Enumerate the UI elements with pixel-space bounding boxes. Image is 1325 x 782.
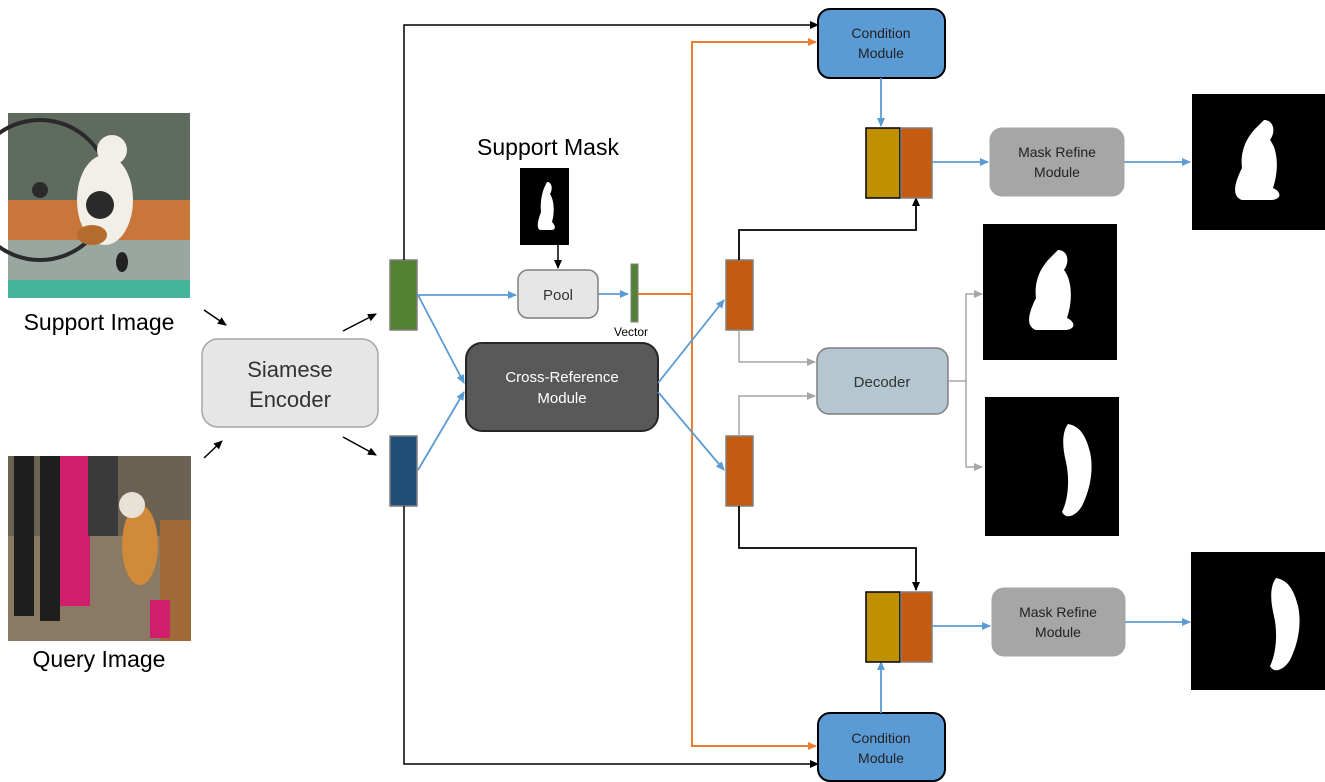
- mask-refine-bottom-label-2: Module: [1035, 624, 1081, 640]
- query-skip-to-condition-bottom: [403, 506, 819, 768]
- mask-refine-top-label-1: Mask Refine: [1018, 144, 1096, 160]
- support-output-silhouette: [1235, 120, 1280, 200]
- query-image-label: Query Image: [33, 646, 166, 672]
- support-feature-to-crossref-arrow: [417, 294, 465, 384]
- decoder-query-silhouette: [1062, 424, 1092, 517]
- query-output-mask: [1191, 552, 1325, 690]
- query-feature-to-crossref-arrow: [417, 391, 465, 471]
- condition-feature-top: [865, 127, 901, 199]
- support-cross-to-decoder-arrow: [738, 330, 816, 366]
- cross-reference-module-box: [465, 342, 659, 432]
- condition-module-top: [817, 8, 946, 79]
- query-feature-map: [389, 435, 418, 507]
- vector-label: Vector: [614, 325, 648, 339]
- pool-label: Pool: [543, 287, 573, 304]
- support-skip-to-condition-top: [403, 21, 819, 260]
- vector-to-condition-bottom-arrow: [691, 294, 817, 750]
- encoder-to-query-feature-arrow: [342, 436, 377, 456]
- condition-top-label-2: Module: [858, 45, 904, 61]
- mask-refine-top-label-2: Module: [1034, 164, 1080, 180]
- decoder-to-support-pred-arrow: [965, 290, 983, 381]
- query-to-encoder-arrow: [203, 440, 223, 459]
- support-mask-silhouette: [537, 182, 555, 230]
- cross-reference-label-1: Cross-Reference: [505, 369, 618, 386]
- condition-module-bottom: [817, 712, 946, 782]
- mask-refine-bottom-label-1: Mask Refine: [1019, 604, 1097, 620]
- condition-top-label-1: Condition: [851, 25, 910, 41]
- mask-refine-module-bottom: [991, 587, 1126, 657]
- support-image: [0, 113, 190, 298]
- pooled-vector: [630, 263, 639, 323]
- cross-feature-top: [900, 127, 933, 199]
- condition-bottom-label-1: Condition: [851, 730, 910, 746]
- support-cross-feature: [725, 259, 754, 331]
- crossref-to-support-out-arrow: [657, 299, 725, 384]
- cross-reference-label-2: Module: [537, 390, 586, 407]
- query-cross-feature: [725, 435, 754, 507]
- support-feature-map: [389, 259, 418, 331]
- decoder-label: Decoder: [854, 374, 911, 391]
- encoder-to-support-feature-arrow: [342, 313, 377, 332]
- query-output-silhouette: [1270, 578, 1300, 671]
- siamese-encoder-box: [201, 338, 379, 428]
- query-image: [8, 456, 191, 641]
- decoder-support-silhouette: [1029, 250, 1074, 330]
- query-cross-to-decoder-arrow: [738, 392, 816, 436]
- query-cross-to-concat-arrow: [738, 506, 920, 591]
- siamese-encoder-label-1: Siamese: [247, 357, 333, 382]
- condition-bottom-label-2: Module: [858, 750, 904, 766]
- crossref-to-query-out-arrow: [657, 391, 725, 471]
- condition-feature-bottom: [865, 591, 901, 663]
- siamese-encoder-label-2: Encoder: [249, 387, 331, 412]
- mask-refine-module-top: [989, 127, 1125, 197]
- support-cross-to-concat-arrow: [738, 197, 920, 260]
- decoder-to-query-pred-arrow: [965, 381, 983, 471]
- cross-feature-bottom: [900, 591, 933, 663]
- support-mask-label: Support Mask: [477, 134, 619, 160]
- support-to-encoder-arrow: [203, 309, 227, 326]
- support-image-label: Support Image: [24, 309, 175, 335]
- decoder-query-prediction: [985, 397, 1119, 536]
- vector-to-condition-top-arrow: [691, 38, 817, 294]
